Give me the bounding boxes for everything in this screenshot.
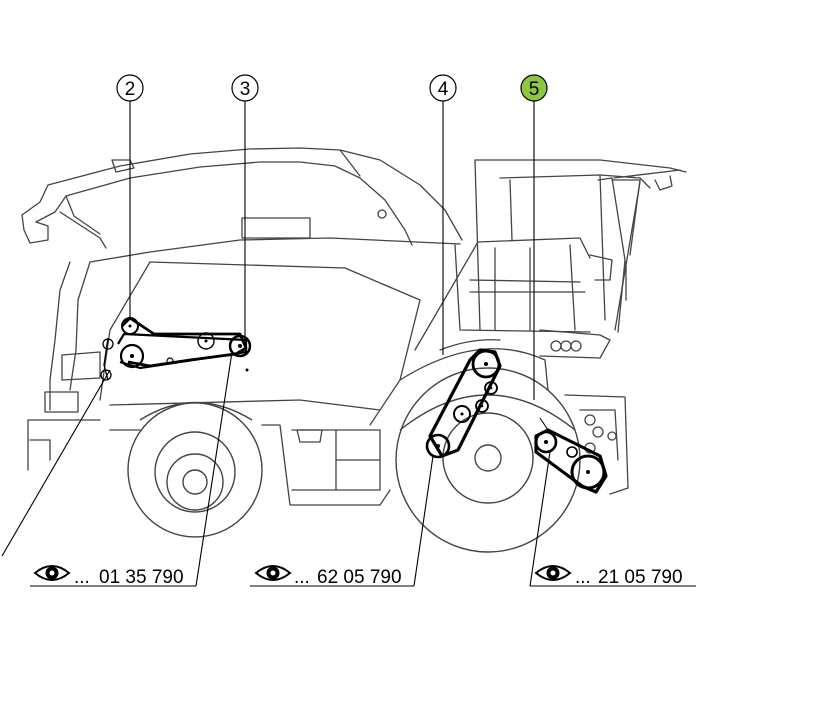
rear-wheel <box>395 367 581 553</box>
callout-4[interactable]: 4 <box>429 74 457 102</box>
eye-icon <box>254 565 292 581</box>
callout-2[interactable]: 2 <box>116 74 144 102</box>
leader-lines <box>1 101 696 587</box>
callout-3-label: 3 <box>240 79 251 100</box>
reference-21-05-790[interactable]: ... 21 05 790 <box>534 565 683 588</box>
belt-drive-5 <box>534 428 608 494</box>
eye-icon <box>534 565 572 581</box>
reference-number: 21 05 790 <box>598 567 683 588</box>
harvester-outline <box>21 147 687 506</box>
reference-01-35-790[interactable]: ... 01 35 790 <box>33 565 184 588</box>
belt-drive-2 <box>100 316 252 381</box>
reference-prefix: ... <box>294 567 310 588</box>
belt-drive-4 <box>425 348 502 459</box>
callout-2-label: 2 <box>125 79 136 100</box>
reference-prefix: ... <box>575 567 591 588</box>
reference-number: 01 35 790 <box>99 567 184 588</box>
front-wheel <box>127 401 263 538</box>
callout-3[interactable]: 3 <box>231 74 259 102</box>
reference-number: 62 05 790 <box>317 567 402 588</box>
eye-icon <box>33 565 71 581</box>
reference-62-05-790[interactable]: ... 62 05 790 <box>254 565 402 588</box>
callout-5-label: 5 <box>529 79 540 100</box>
callout-5[interactable]: 5 <box>520 74 548 102</box>
reference-prefix: ... <box>74 567 90 588</box>
callout-4-label: 4 <box>438 79 449 100</box>
